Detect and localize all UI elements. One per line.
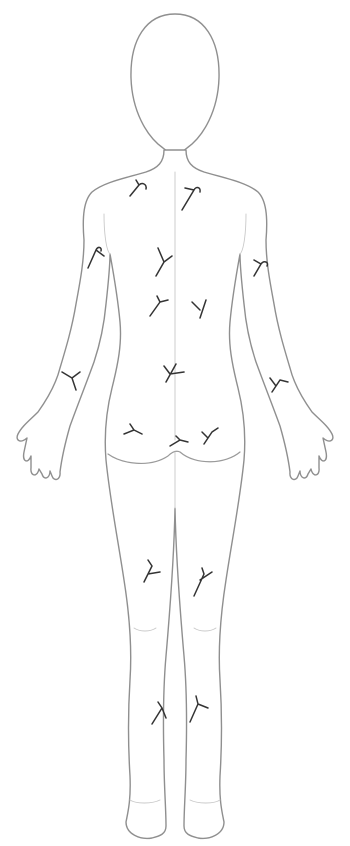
head-outline	[131, 14, 219, 151]
